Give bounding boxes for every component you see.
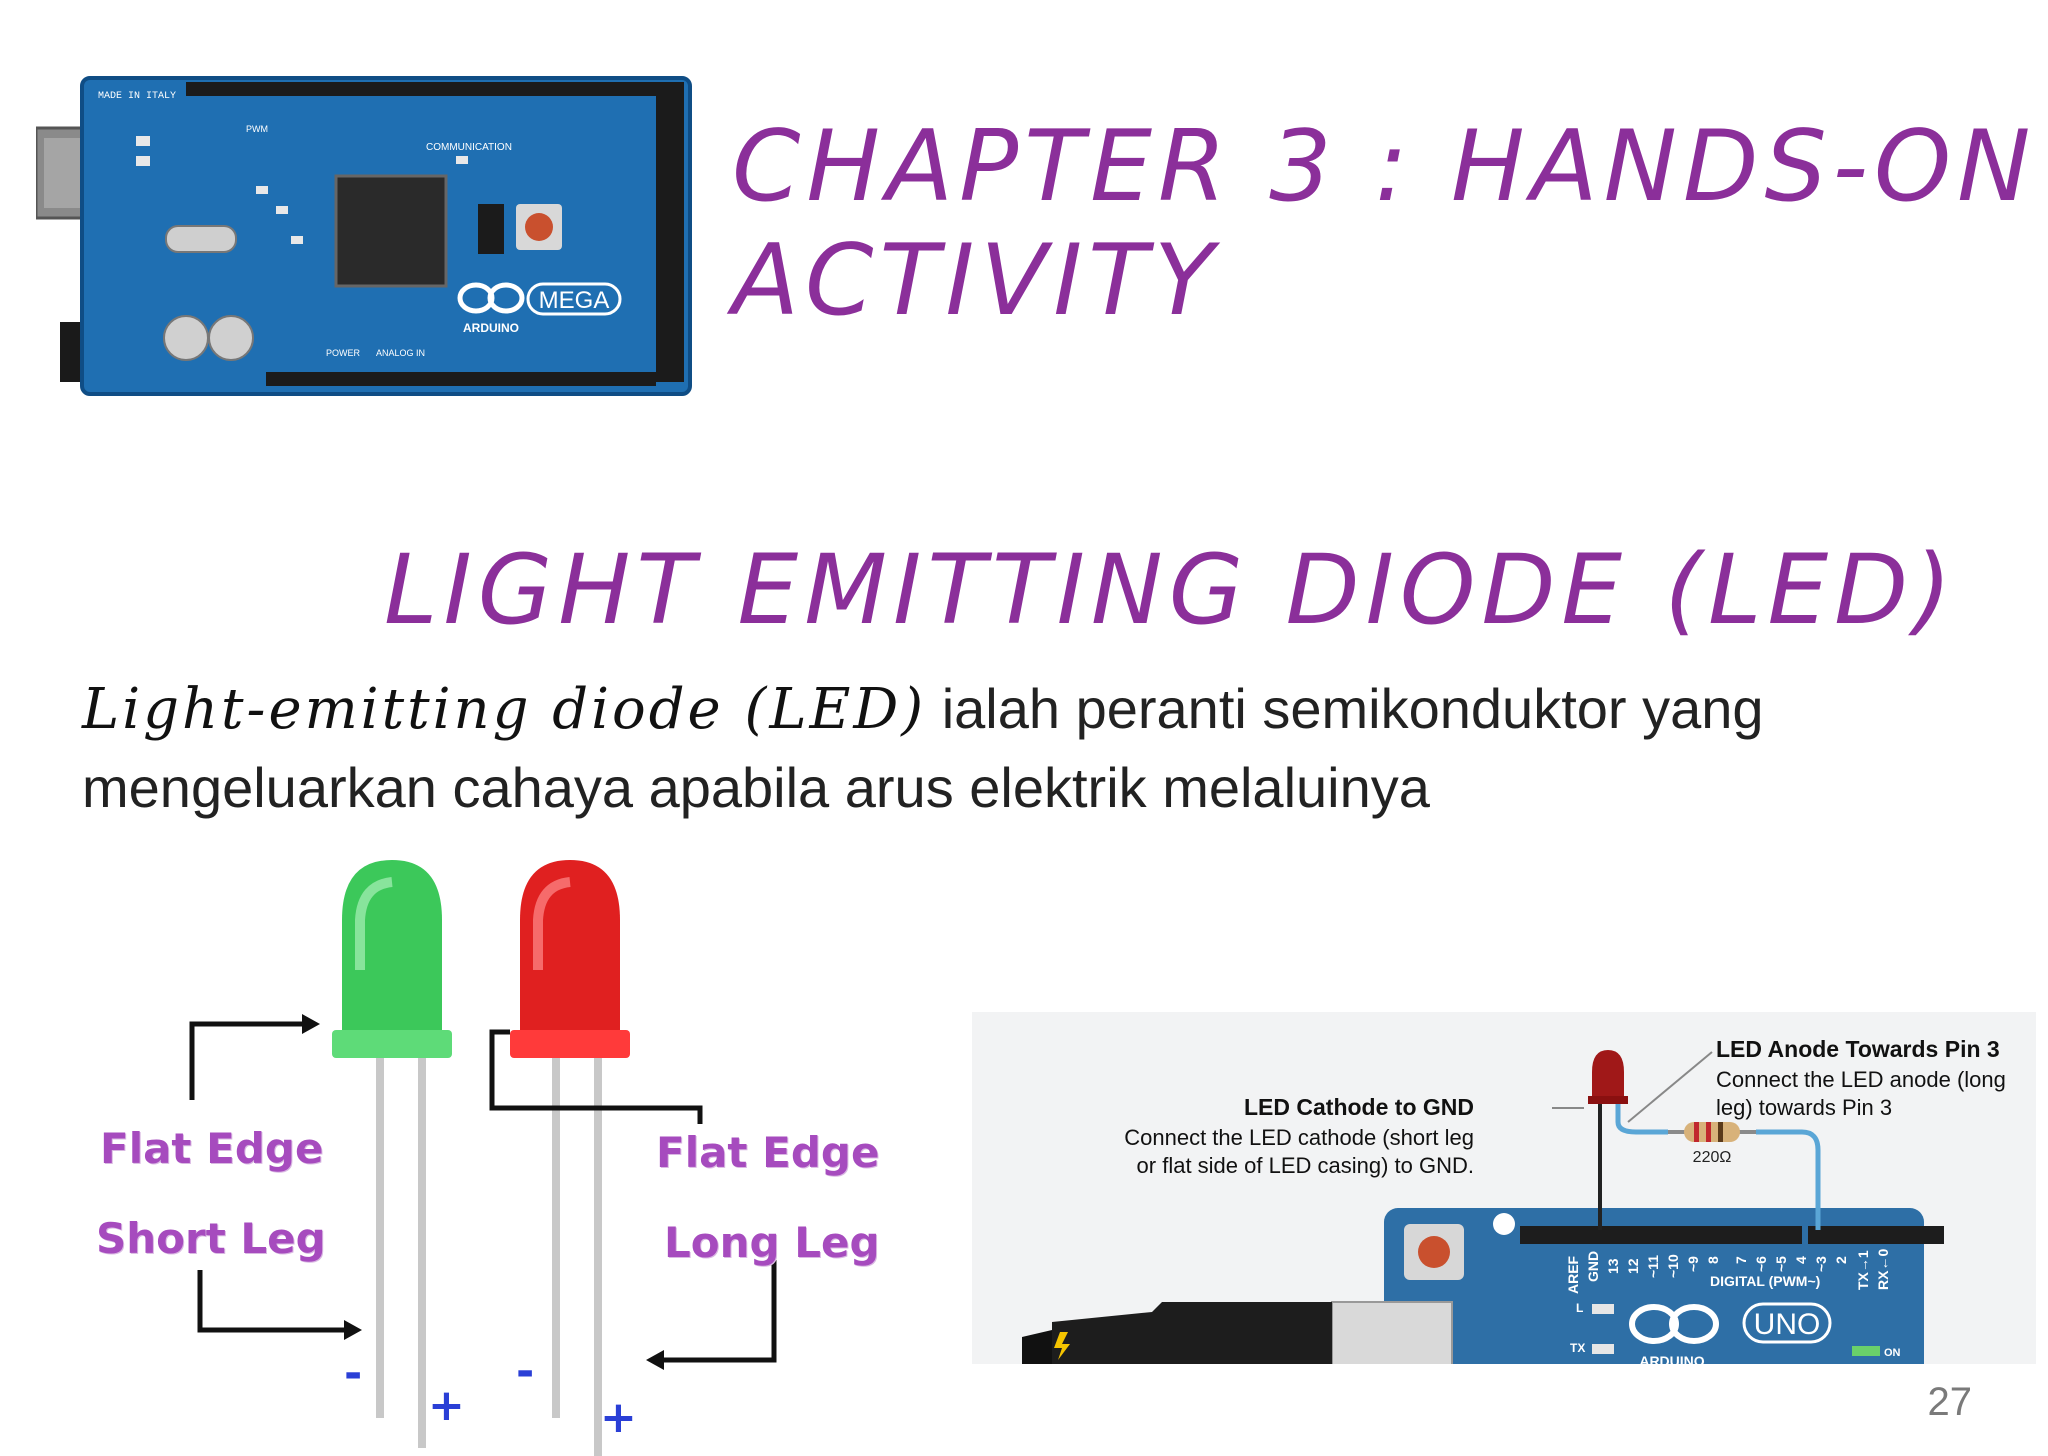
mega-made-in: MADE IN ITALY (98, 91, 176, 102)
pin-label: 4 (1793, 1256, 1809, 1264)
pin-label: 8 (1705, 1256, 1721, 1264)
arrow-head-icon (302, 1014, 320, 1034)
lightning-icon (1054, 1332, 1070, 1360)
red-led (510, 860, 630, 1456)
right-flat-edge-line (489, 1029, 703, 1124)
anode-callout-body: Connect the LED anode (long leg) towards… (1716, 1067, 2006, 1120)
long-leg-label: Long Leg (664, 1218, 880, 1267)
uno-usb-port (1331, 1301, 1453, 1364)
mega-comm-label: COMMUNICATION (426, 142, 512, 153)
anode-callout-title: LED Anode Towards Pin 3 (1716, 1036, 2000, 1062)
pin-label: ~10 (1665, 1254, 1681, 1278)
mega-power-label: POWER (326, 348, 361, 358)
usb-cable (1052, 1302, 1332, 1364)
pin-label: 7 (1733, 1256, 1749, 1264)
uno-arduino-logo-icon (1629, 1304, 1719, 1344)
reset-button (525, 213, 553, 241)
red-long-leg (594, 1058, 602, 1456)
uno-header-left (1520, 1226, 1802, 1244)
green-short-leg (376, 1058, 384, 1418)
uno-tx-label: TX (1570, 1341, 1585, 1355)
pin-label: ~6 (1753, 1256, 1769, 1272)
pin-label: AREF (1565, 1255, 1581, 1294)
pin-label: ~3 (1813, 1256, 1829, 1272)
left-flat-edge-label: Flat Edge (100, 1124, 324, 1173)
pin-label: ~5 (1773, 1256, 1789, 1272)
red-short-leg (552, 1058, 560, 1418)
uno-red-led (1592, 1050, 1624, 1098)
cathode-callout-title: LED Cathode to GND (1244, 1094, 1474, 1120)
uno-l-label: L (1576, 1301, 1583, 1315)
pin-label: 2 (1833, 1256, 1849, 1264)
pin-label: TX→1 (1855, 1250, 1871, 1290)
intro-term: Light-emitting diode (LED) (82, 677, 927, 742)
mcu-chip (334, 174, 448, 288)
arrow-head-icon (646, 1350, 664, 1370)
uno-circuit-drawing: 220Ω AREF GND 13 12 ~11 ~10 ~9 8 7 ~6 ~5… (1022, 1050, 1944, 1364)
chapter-title-line2: ACTIVITY (732, 224, 1220, 338)
pin-label: 13 (1605, 1258, 1621, 1274)
left-short-leg-line (197, 1270, 352, 1333)
mega-model-text: MEGA (539, 287, 610, 314)
mega-pwm-label: PWM (246, 124, 268, 134)
pin-label: 12 (1625, 1258, 1641, 1274)
intro-text: ialah peranti semikonduktor yang mengelu… (82, 677, 1764, 819)
page-number: 27 (1927, 1380, 1973, 1424)
uno-reset-button (1418, 1236, 1450, 1268)
mega-analog-label: ANALOG IN (376, 348, 425, 358)
uno-circuit-diagram: 220Ω AREF GND 13 12 ~11 ~10 ~9 8 7 ~6 ~5… (972, 1012, 2036, 1364)
green-minus-sign: - (344, 1348, 362, 1399)
green-led (332, 860, 452, 1448)
green-long-leg (418, 1058, 426, 1448)
pin-label: ~9 (1685, 1256, 1701, 1272)
bottom-header (266, 372, 656, 386)
resistor-label: 220Ω (1693, 1149, 1732, 1166)
pin-label: GND (1585, 1251, 1601, 1282)
pin-label: RX←0 (1875, 1249, 1891, 1290)
cathode-callout-body: Connect the LED cathode (short leg or fl… (1124, 1125, 1474, 1178)
uno-board (1384, 1208, 1924, 1364)
right-long-leg-line (658, 1260, 777, 1363)
uno-brand-text: ARDUINO (1639, 1353, 1704, 1364)
uno-header-right (1808, 1226, 1944, 1244)
digital-label: DIGITAL (PWM~) (1710, 1273, 1820, 1289)
red-plus-sign: + (600, 1392, 637, 1443)
mega-brand-text: ARDUINO (463, 321, 519, 335)
resistor (1684, 1122, 1740, 1142)
red-minus-sign: - (516, 1346, 534, 1397)
arrow-head-icon (344, 1320, 362, 1340)
top-header (186, 82, 656, 96)
arduino-mega-image: MEGA ARDUINO MADE IN ITALY COMMUNICATION… (36, 76, 692, 396)
left-flat-edge-line (189, 1021, 312, 1100)
section-heading: LIGHT EMITTING DIODE (LED) (384, 534, 1958, 646)
led-polarity-figure: - + - + (189, 860, 777, 1456)
uno-model-text: UNO (1754, 1308, 1821, 1341)
pin-label: ~11 (1645, 1255, 1661, 1278)
green-plus-sign: + (428, 1380, 465, 1431)
right-header (656, 82, 684, 382)
intro-paragraph: Light-emitting diode (LED) ialah peranti… (82, 670, 1962, 827)
short-leg-label: Short Leg (96, 1214, 326, 1263)
right-flat-edge-label: Flat Edge (656, 1128, 880, 1177)
chapter-title-line1: CHAPTER 3 : HANDS-ON (732, 110, 2037, 224)
uno-on-label: ON (1884, 1347, 1901, 1359)
arduino-logo-icon (457, 282, 525, 314)
